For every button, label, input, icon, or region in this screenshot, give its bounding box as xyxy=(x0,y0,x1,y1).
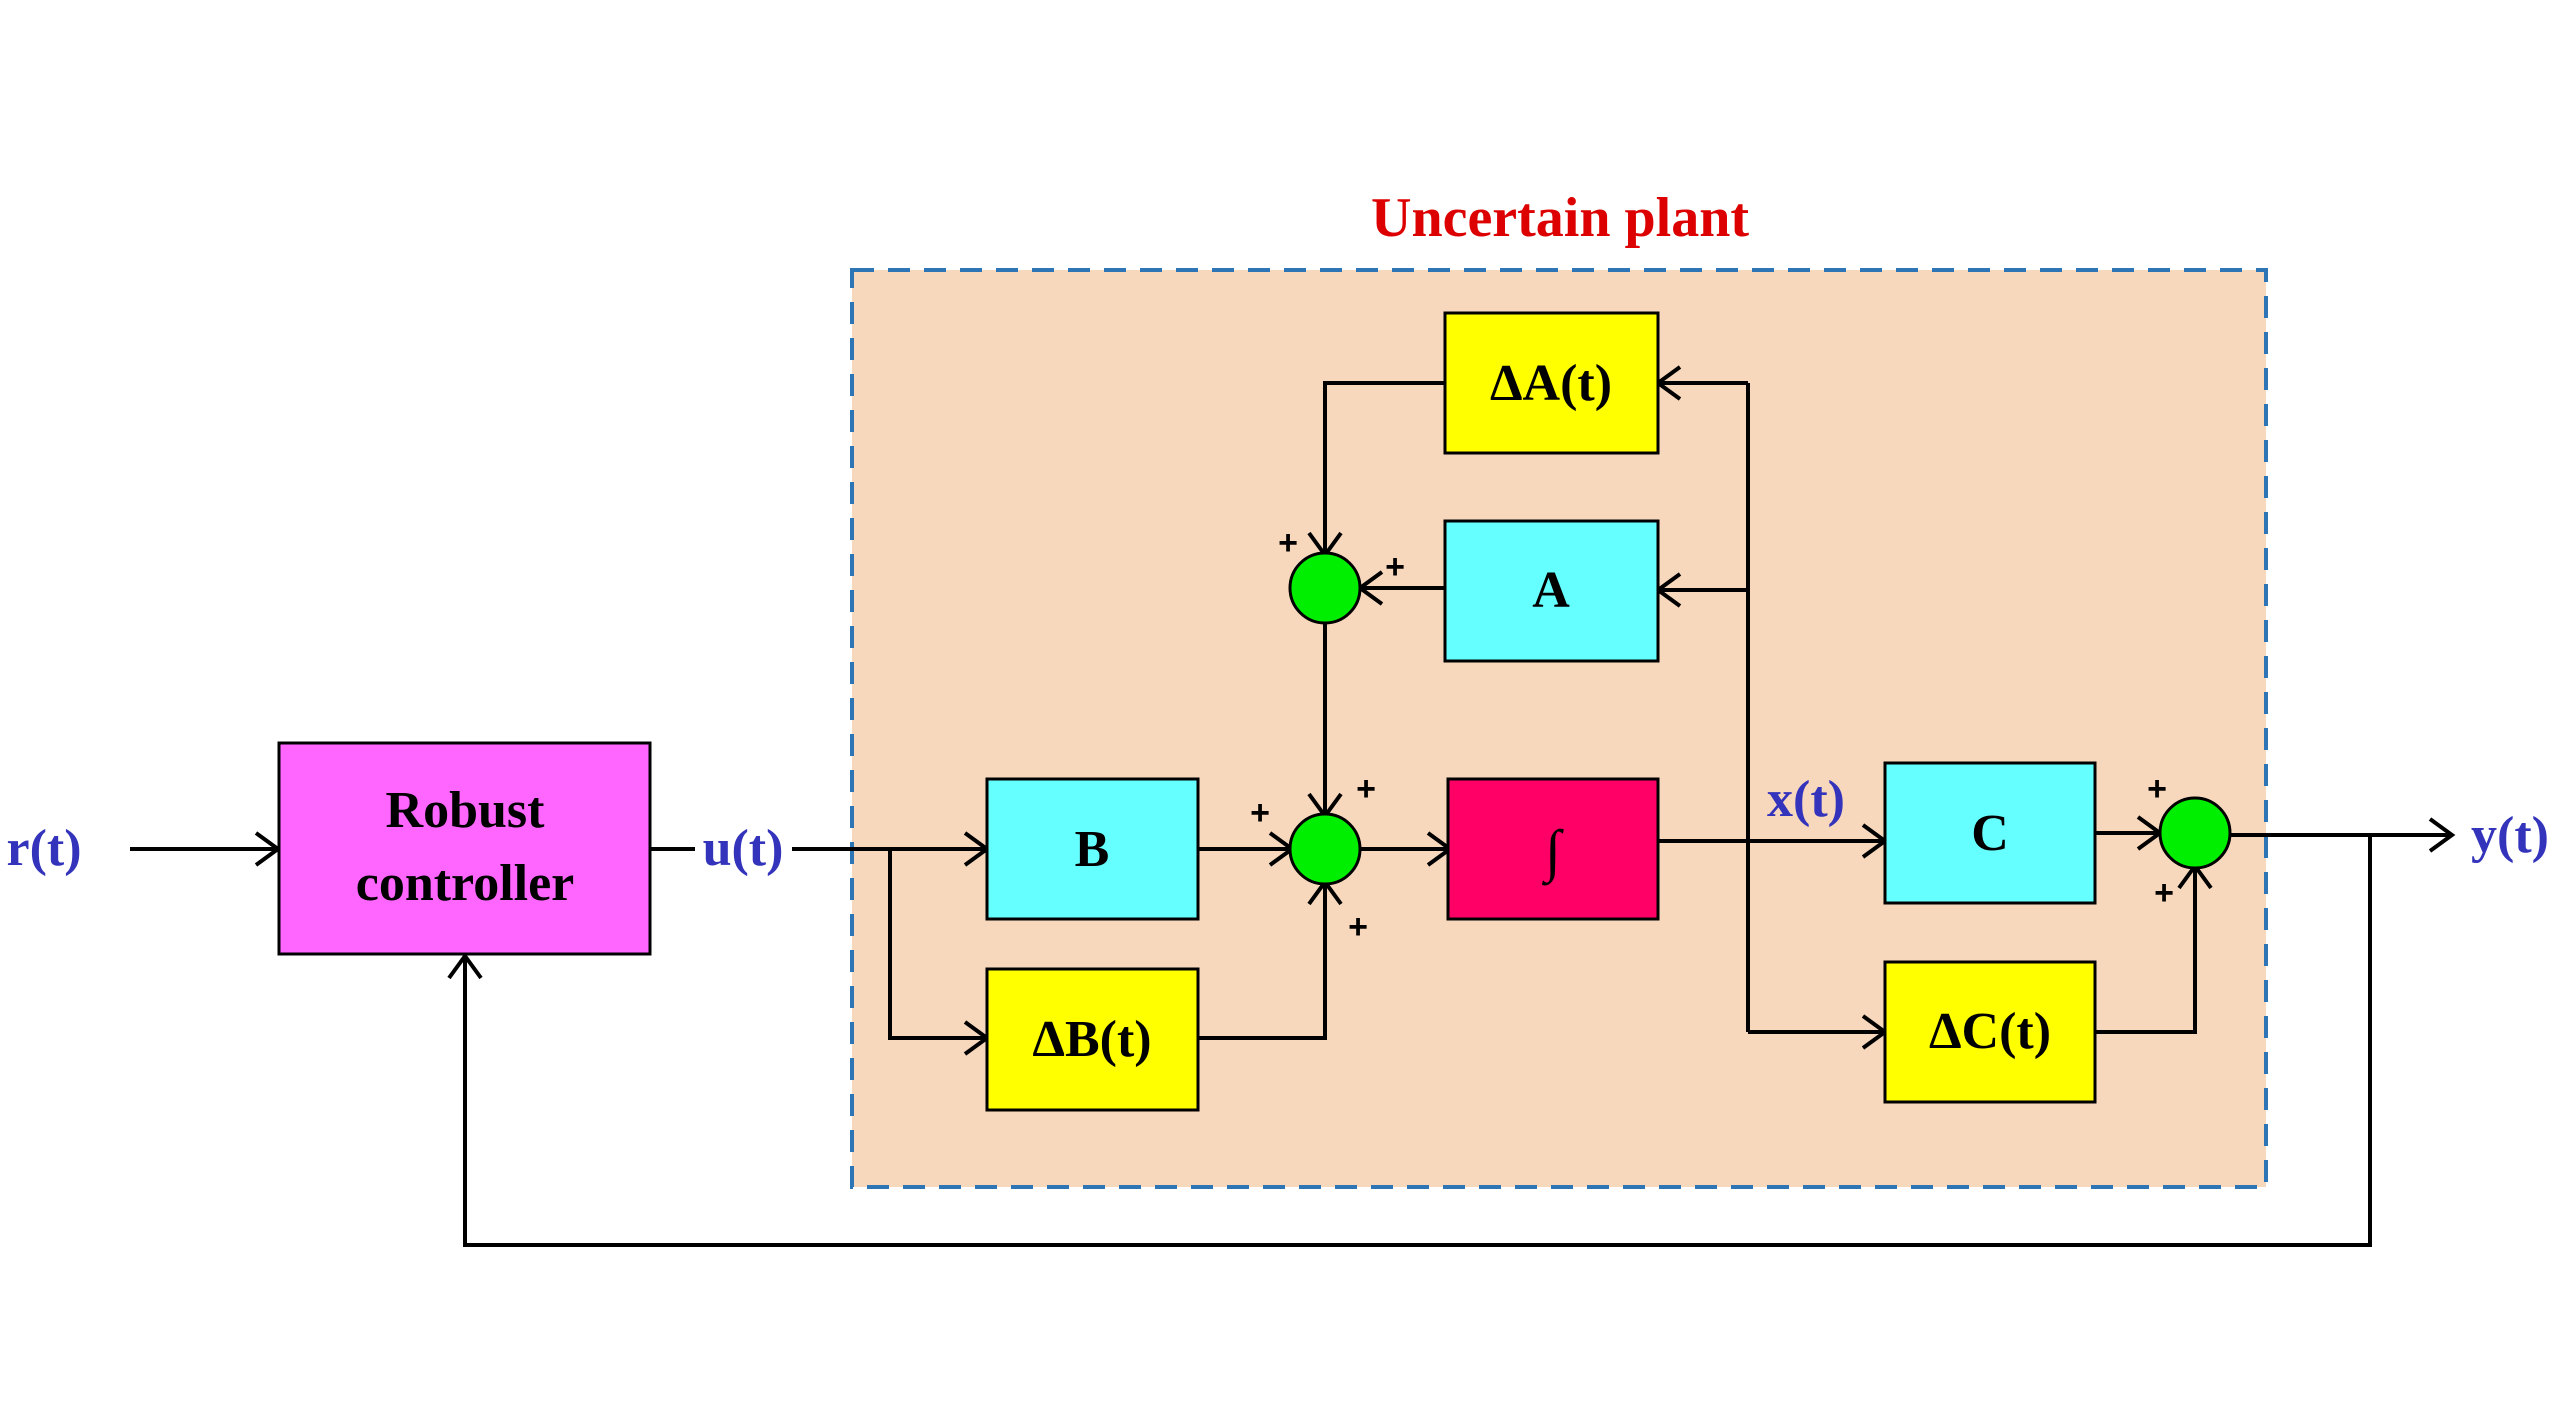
dA-block xyxy=(1443,311,1660,455)
dA-label: ΔA(t) xyxy=(1490,355,1612,412)
signal-x-label: x(t) xyxy=(1767,771,1845,828)
wire-dC-to-summer3 xyxy=(2095,868,2197,1034)
A-block xyxy=(1443,519,1660,663)
robust-controller-block xyxy=(277,741,652,956)
dC-block xyxy=(1883,960,2097,1104)
integrator-label: ∫ xyxy=(1541,818,1564,886)
arrowhead-output xyxy=(2428,817,2456,853)
wire-feedback xyxy=(463,835,2372,1247)
sign-summer2-bottom: + xyxy=(1348,908,1368,946)
arrowhead-feedback xyxy=(447,952,483,980)
sign-summer2-top: + xyxy=(1356,770,1376,808)
signal-u-label: u(t) xyxy=(703,820,784,877)
summing-junction-3 xyxy=(2158,796,2232,870)
uncertain-plant-title: Uncertain plant xyxy=(1371,187,1749,249)
summing-junction-2 xyxy=(1288,812,1362,886)
B-label: B xyxy=(1075,821,1110,878)
integrator-block xyxy=(1446,777,1660,921)
wire-dB-to-summer xyxy=(1198,884,1327,1040)
controller-label-line1: Robust xyxy=(386,782,546,839)
dB-label: ΔB(t) xyxy=(1032,1011,1151,1068)
sign-summer1-top: + xyxy=(1278,524,1298,562)
dC-label: ΔC(t) xyxy=(1929,1003,2051,1060)
dB-block xyxy=(985,967,1200,1112)
sign-summer1-right: + xyxy=(1385,548,1405,586)
wire-dA-to-summer1 xyxy=(1323,381,1445,553)
wire-u-to-dB xyxy=(888,849,985,1040)
C-block xyxy=(1883,761,2097,905)
signal-r-label: r(t) xyxy=(6,820,81,877)
controller-label-line2: controller xyxy=(356,855,575,912)
summing-junction-1 xyxy=(1288,551,1362,625)
sign-summer3-bottom: + xyxy=(2154,874,2174,912)
C-label: C xyxy=(1971,805,2009,862)
A-label: A xyxy=(1532,562,1570,619)
B-block xyxy=(985,777,1200,921)
sign-summer3-top: + xyxy=(2147,770,2167,808)
signal-y-label: y(t) xyxy=(2471,807,2549,864)
sign-summer2-left: + xyxy=(1250,794,1270,832)
